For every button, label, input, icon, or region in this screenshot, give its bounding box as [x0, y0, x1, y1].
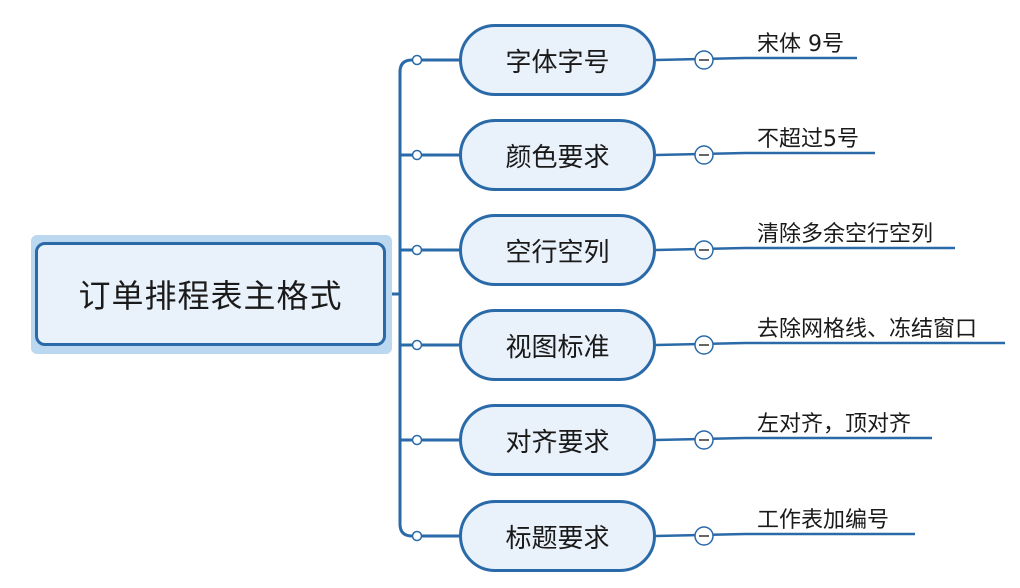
node-dot [411, 54, 423, 66]
collapse-minus-icon [694, 430, 714, 450]
leaf-topic-blank-rows-detail[interactable]: 清除多余空行空列 [757, 222, 934, 247]
branch-topic-label: 字体字号 [505, 47, 610, 78]
collapse-minus-icon [694, 335, 714, 355]
branch-topic-blank-rows[interactable]: 空行空列 [459, 214, 656, 286]
branch-topic-label: 视图标准 [505, 332, 610, 363]
leaf-topic-font-detail[interactable]: 宋体 9号 [757, 32, 844, 57]
branch-topic-label: 空行空列 [505, 237, 610, 268]
branch-topic-label: 颜色要求 [505, 142, 610, 173]
node-dot [411, 149, 423, 161]
branch-topic-font[interactable]: 字体字号 [459, 24, 656, 96]
branch-topic-view[interactable]: 视图标准 [459, 309, 656, 381]
node-dot [411, 339, 423, 351]
node-dot [411, 244, 423, 256]
collapse-minus-icon [694, 50, 714, 70]
collapse-minus-icon [694, 240, 714, 260]
leaf-topic-title-detail[interactable]: 工作表加编号 [757, 508, 890, 533]
root-topic-label: 订单排程表主格式 [78, 277, 343, 315]
leaf-topic-alignment-detail[interactable]: 左对齐，顶对齐 [757, 412, 912, 437]
node-dot [411, 530, 423, 542]
collapse-minus-icon [694, 145, 714, 165]
leaf-topic-color-detail[interactable]: 不超过5号 [757, 127, 859, 152]
collapse-minus-icon [694, 526, 714, 546]
branch-topic-label: 对齐要求 [505, 427, 610, 458]
branch-topic-color[interactable]: 颜色要求 [459, 119, 656, 191]
branch-topic-label: 标题要求 [505, 523, 610, 554]
collapse-buttons [694, 50, 714, 546]
leaf-topic-view-detail[interactable]: 去除网格线、冻结窗口 [757, 317, 978, 342]
branch-topic-alignment[interactable]: 对齐要求 [459, 404, 656, 476]
branch-topic-title[interactable]: 标题要求 [459, 500, 656, 572]
root-topic[interactable]: 订单排程表主格式 [35, 242, 386, 346]
node-dot [411, 434, 423, 446]
